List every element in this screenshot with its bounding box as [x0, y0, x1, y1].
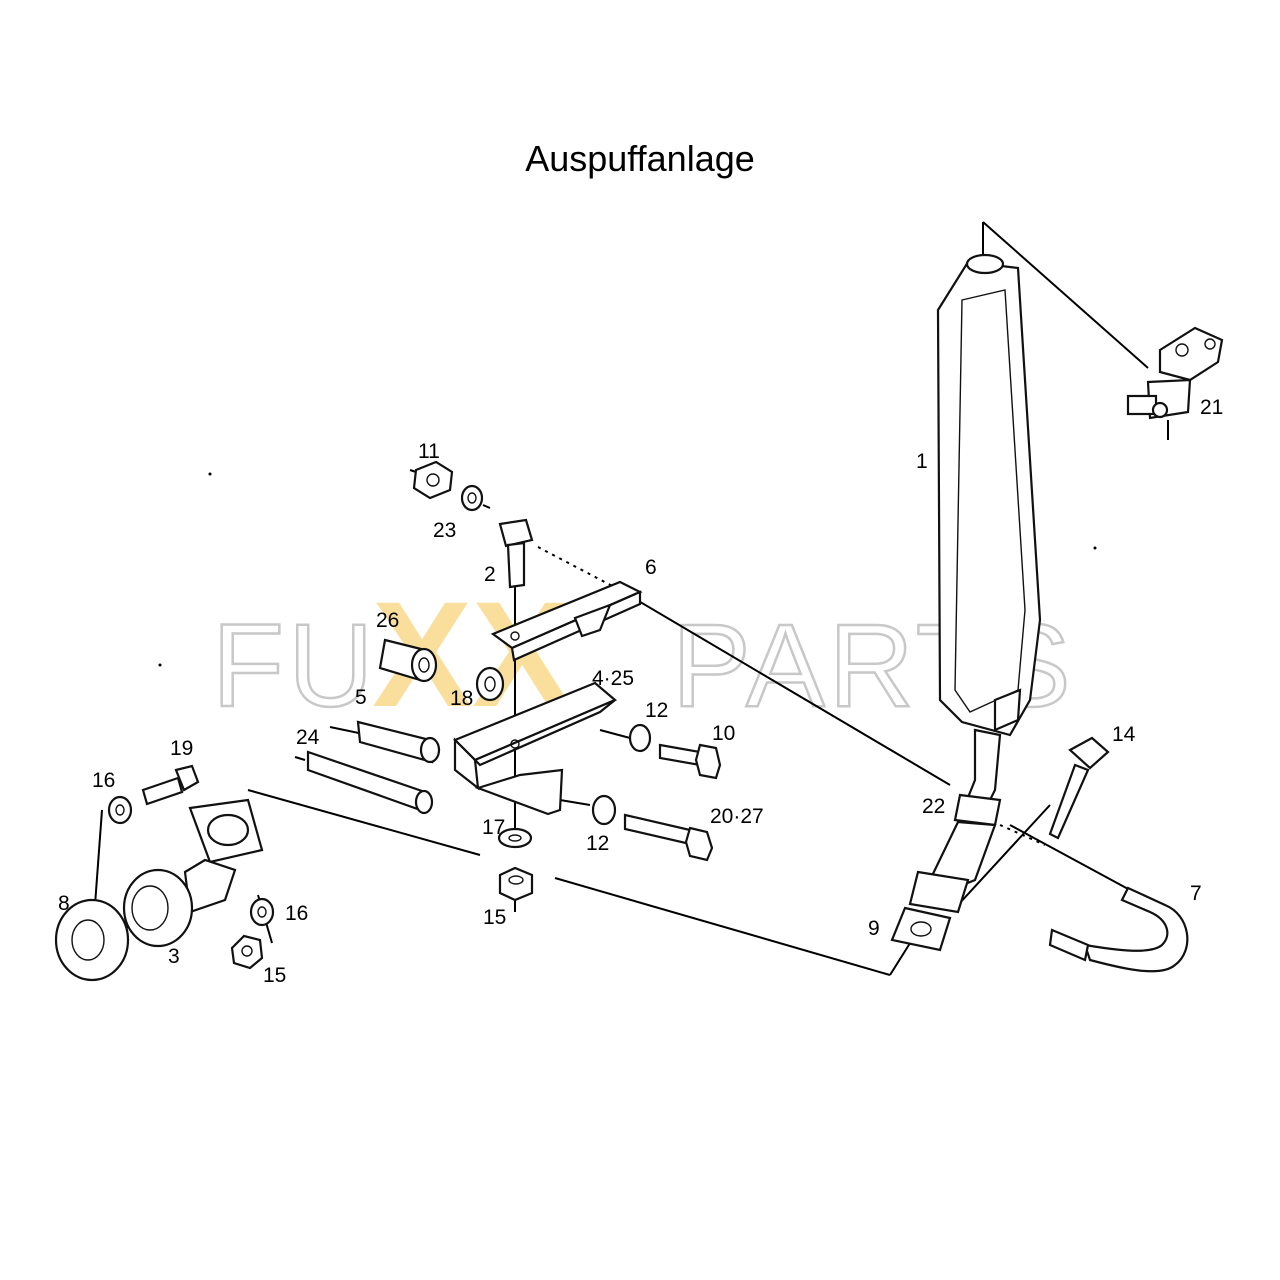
part-label-1: 1 [916, 450, 928, 473]
part-label-16-left: 16 [92, 769, 115, 792]
hex-nut-lower [230, 934, 264, 970]
lock-washer-right [249, 897, 275, 927]
lock-washer-left [107, 795, 133, 825]
u-bolt [1048, 886, 1189, 973]
part-label-4-25: 4·25 [592, 667, 634, 690]
part-label-18: 18 [450, 687, 473, 710]
hex-bolt [498, 518, 534, 589]
hex-spacer-5 [356, 720, 441, 764]
hex-bolt-20-27 [591, 794, 714, 862]
spring-washer-top [460, 484, 484, 512]
socket-screw [1048, 736, 1110, 840]
part-label-9: 9 [868, 917, 880, 940]
part-label-23: 23 [433, 519, 456, 542]
part-label-15-center: 15 [483, 906, 506, 929]
part-label-14: 14 [1112, 723, 1136, 746]
page-title: Auspuffanlage [525, 138, 755, 179]
pipe-sleeve [928, 793, 1002, 892]
flange-ring [54, 898, 130, 982]
part-label-8: 8 [58, 892, 70, 915]
hex-bolt-10 [628, 723, 722, 780]
part-label-19: 19 [170, 737, 193, 760]
part-label-12-upper: 12 [645, 699, 668, 722]
washer-17 [497, 827, 533, 849]
part-labels: 1 2 3 4·25 5 6 7 8 9 10 11 12 12 14 15 1… [58, 396, 1223, 987]
part-label-11: 11 [418, 440, 440, 463]
part-label-15-lower: 15 [263, 964, 286, 987]
part-label-3: 3 [168, 945, 180, 968]
part-label-10: 10 [712, 722, 735, 745]
hex-nut-top [412, 460, 454, 500]
elbow-pipe [122, 798, 264, 948]
support-plate [453, 681, 618, 816]
spacer-tube [378, 638, 438, 683]
hex-nut-center [498, 866, 534, 902]
mounting-bracket [490, 580, 643, 662]
washer-18 [475, 666, 505, 702]
screw-19 [141, 764, 200, 806]
part-label-17: 17 [482, 816, 505, 839]
part-label-21: 21 [1200, 396, 1223, 419]
part-label-22: 22 [922, 795, 945, 818]
pipe-clamp [1126, 326, 1224, 420]
part-label-12-lower: 12 [586, 832, 609, 855]
muffler [936, 253, 1042, 812]
part-label-5: 5 [355, 686, 367, 709]
part-label-6: 6 [645, 556, 657, 579]
watermark-text-left: FU [212, 600, 377, 732]
hex-spacer-24 [306, 750, 434, 815]
part-label-16-right: 16 [285, 902, 308, 925]
part-label-24: 24 [296, 726, 320, 749]
part-label-26: 26 [376, 609, 399, 632]
part-label-7: 7 [1190, 882, 1202, 905]
dots [158, 472, 1097, 667]
part-label-2: 2 [484, 563, 496, 586]
flange-gasket [890, 870, 970, 952]
part-label-20-27: 20·27 [710, 805, 764, 828]
